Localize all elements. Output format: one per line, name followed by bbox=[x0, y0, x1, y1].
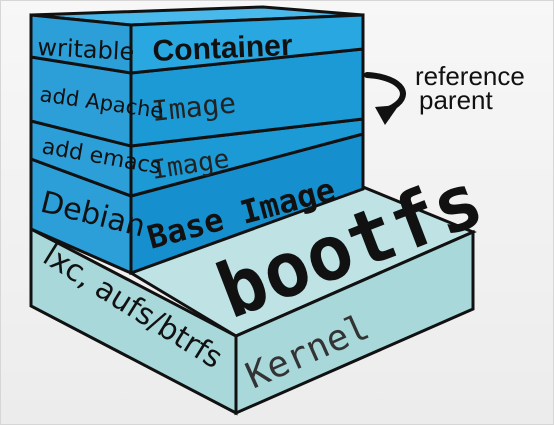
container-layer: Container writable bbox=[29, 5, 365, 75]
kernel-side-face bbox=[29, 226, 238, 416]
reference-parent-annotation: reference parent bbox=[364, 61, 525, 125]
container-side-face bbox=[29, 13, 133, 75]
apache-layer: Image add Apache bbox=[29, 47, 365, 148]
arrow-head-icon bbox=[375, 105, 399, 125]
reference-label: reference bbox=[415, 61, 525, 91]
writable-label: writable bbox=[37, 33, 135, 66]
container-label: Container bbox=[152, 29, 294, 68]
parent-label: parent bbox=[419, 85, 493, 115]
